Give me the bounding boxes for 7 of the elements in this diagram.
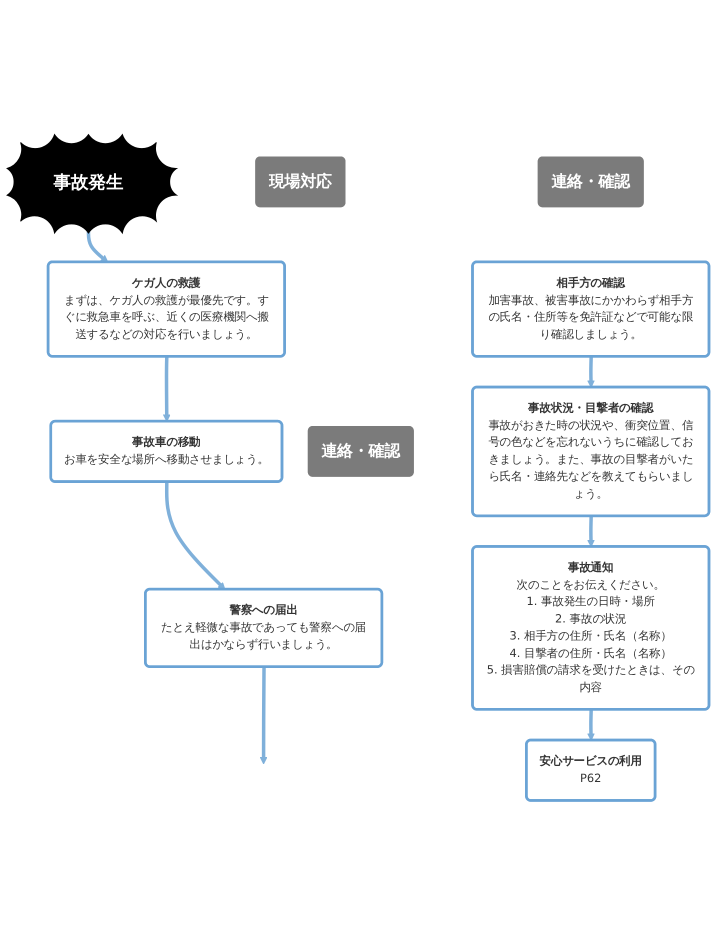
arrow — [587, 710, 595, 741]
arrow — [587, 356, 595, 388]
arrow — [260, 667, 268, 764]
arrow — [587, 516, 595, 548]
arrow — [86, 231, 108, 263]
arrow — [162, 356, 171, 422]
arrow — [164, 482, 226, 590]
